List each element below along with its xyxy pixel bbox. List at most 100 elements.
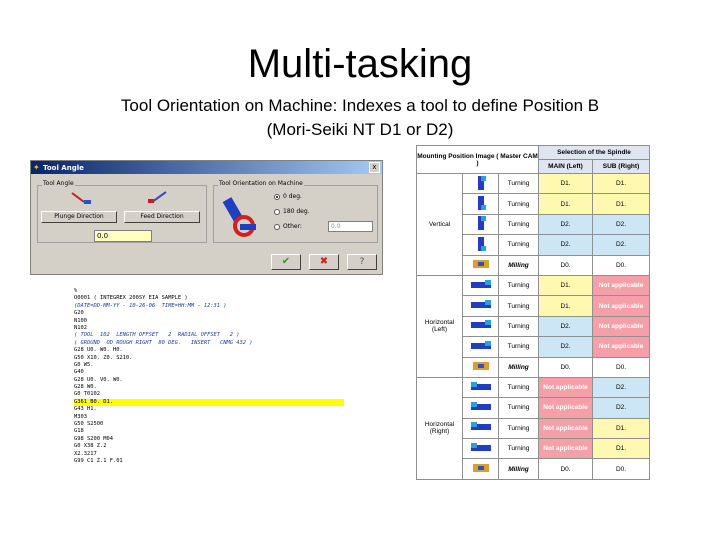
main-spindle-cell: D0. — [538, 458, 593, 480]
header-selection: Selection of the Spindle — [538, 145, 650, 160]
operation-cell: Turning — [498, 213, 539, 236]
cancel-button[interactable]: ✖ — [309, 254, 339, 270]
main-spindle-cell: D2. — [538, 336, 593, 358]
checkmark-icon: ✔ — [281, 256, 291, 267]
orientation-diagram-icon — [222, 197, 256, 237]
mounting-image-cell — [462, 376, 499, 399]
code-line: G99 C1 Z.1 F.01 — [74, 457, 123, 464]
subtitle-line-1: Tool Orientation on Machine: Indexes a t… — [120, 96, 600, 115]
tool-angle-dialog: ✦ Tool Angle x Tool Angle Plunge Directi… — [30, 160, 383, 275]
main-spindle-cell: D1. — [538, 274, 593, 297]
code-line: M303 — [74, 413, 87, 420]
sub-spindle-cell: D1. — [592, 172, 650, 195]
sub-spindle-cell: D2. — [592, 234, 650, 256]
code-line: G98 S200 M04 — [74, 435, 113, 442]
radio-dot — [274, 223, 280, 230]
tool-mounting-icon — [472, 464, 489, 473]
header-mounting-position: Mounting Position Image ( Master CAM ) — [416, 145, 539, 174]
help-button[interactable]: ? — [347, 254, 377, 270]
tool-mounting-icon — [470, 422, 491, 431]
tool-mounting-icon — [470, 300, 491, 309]
radio-0-deg[interactable]: 0 deg. — [274, 193, 302, 200]
main-spindle-cell: Not applicable — [538, 397, 593, 419]
feed-direction-button[interactable]: Feed Direction — [124, 211, 200, 223]
app-icon: ✦ — [33, 163, 40, 172]
main-spindle-cell: D1. — [538, 172, 593, 195]
code-line: G28 U0. W0. H0. — [74, 347, 123, 354]
sub-spindle-cell: Not applicable — [592, 274, 650, 297]
mounting-image-cell — [462, 193, 499, 215]
group-label: Horizontal (Left) — [416, 274, 463, 378]
operation-cell: Turning — [498, 234, 539, 256]
sub-spindle-cell: D2. — [592, 397, 650, 419]
operation-cell: Turning — [498, 193, 539, 215]
header-main: MAIN (Left) — [538, 159, 593, 174]
operation-cell: Milling — [498, 356, 539, 378]
tool-mounting-icon — [470, 401, 491, 410]
mounting-image-cell — [462, 417, 499, 440]
code-line: % — [74, 288, 78, 294]
code-line: G43 H1. — [74, 406, 97, 413]
sub-spindle-cell: D1. — [592, 193, 650, 215]
code-line: G20 — [74, 310, 84, 317]
tool-mounting-icon — [477, 175, 486, 190]
mounting-image-cell — [462, 295, 499, 317]
header-sub: SUB (Right) — [592, 159, 650, 174]
operation-cell: Turning — [498, 336, 539, 358]
close-button[interactable]: x — [369, 162, 380, 173]
sub-spindle-cell: Not applicable — [592, 315, 650, 338]
sub-spindle-cell: D0. — [592, 254, 650, 276]
code-line: G28 U0. V0. W0. — [74, 376, 123, 383]
main-spindle-cell: D0. — [538, 356, 593, 378]
operation-cell: Turning — [498, 315, 539, 338]
operation-cell: Milling — [498, 458, 539, 480]
mounting-image-cell — [462, 254, 499, 276]
subtitle-line-2: (Mori-Seiki NT D1 or D2) — [266, 120, 454, 139]
tool-mounting-icon — [470, 320, 491, 329]
sub-spindle-cell: D1. — [592, 438, 650, 460]
help-icon: ? — [359, 257, 365, 267]
slide-title: Multi-tasking — [247, 42, 473, 86]
code-line: ( GROUND OD ROUGH RIGHT 80 DEG. INSERT C… — [74, 339, 253, 346]
code-line: N100 — [74, 317, 87, 324]
code-line: G50 S2500 — [74, 421, 104, 428]
sub-spindle-cell: D0. — [592, 356, 650, 378]
mounting-image-cell — [462, 438, 499, 460]
code-line: G361 B0. D1. — [74, 398, 344, 407]
mounting-image-cell — [462, 172, 499, 195]
orientation-group: Tool Orientation on Machine 0 deg. 180 d… — [213, 180, 378, 243]
tool-mounting-icon — [470, 279, 491, 288]
plunge-direction-button[interactable]: Plunge Direction — [41, 211, 117, 223]
sub-spindle-cell: Not applicable — [592, 295, 650, 317]
other-angle-input[interactable]: 0.0 — [328, 221, 373, 232]
main-spindle-cell: D2. — [538, 213, 593, 236]
tool-mounting-icon — [470, 340, 491, 349]
x-icon: ✖ — [319, 256, 329, 267]
code-line: N102 — [74, 324, 87, 331]
radio-180-deg[interactable]: 180 deg. — [274, 208, 310, 215]
dialog-title: Tool Angle — [43, 163, 84, 172]
ok-button[interactable]: ✔ — [271, 254, 301, 270]
radio-other[interactable]: Other: — [274, 223, 302, 230]
angle-input[interactable]: 0.0 — [94, 230, 152, 242]
code-line: G18 — [74, 428, 84, 435]
spindle-selection-table: Mounting Position Image ( Master CAM ) S… — [416, 145, 650, 480]
operation-cell: Turning — [498, 438, 539, 460]
dialog-titlebar: ✦ Tool Angle x — [31, 161, 382, 174]
group-label: Horizontal (Right) — [416, 376, 463, 480]
sub-spindle-cell: D0. — [592, 458, 650, 480]
operation-cell: Milling — [498, 254, 539, 276]
main-spindle-cell: D1. — [538, 193, 593, 215]
main-spindle-cell: Not applicable — [538, 376, 593, 399]
group-label: Vertical — [416, 173, 463, 276]
mounting-image-cell — [462, 397, 499, 419]
tool-mounting-icon — [477, 196, 486, 211]
sub-spindle-cell: D2. — [592, 213, 650, 236]
